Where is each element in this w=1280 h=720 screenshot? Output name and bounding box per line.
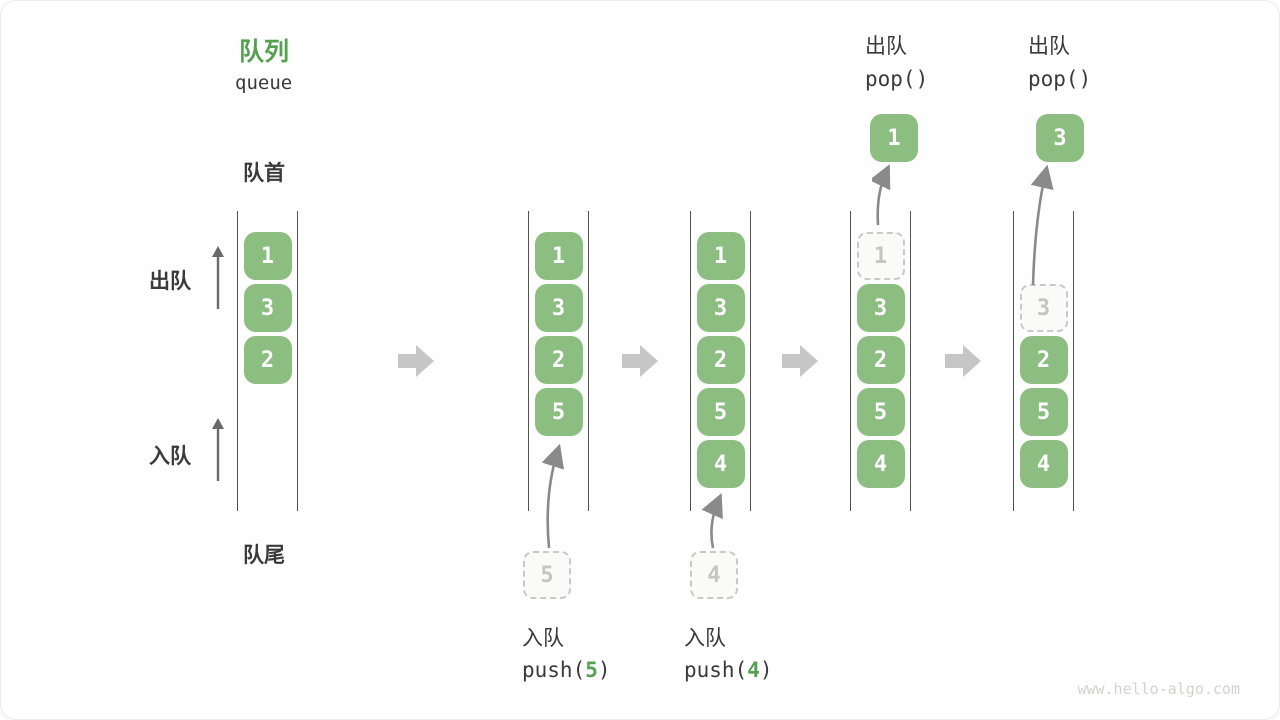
title-zh: 队列 [239,38,290,66]
enqueue-side-label: 入队 [149,445,191,468]
title-en: queue [235,72,293,94]
queue-cell: 5 [534,388,583,436]
push-code-suffix: ) [597,658,611,682]
dequeue-arrow [1030,164,1054,286]
enqueue-arrow [541,443,565,549]
right-arrow-icon [782,345,818,377]
dequeue-side-label: 出队 [149,270,191,293]
queue-state-2: 1 3 2 5 [528,211,589,511]
push-code-prefix: push( [684,658,748,682]
push-code-arg: 4 [747,658,760,682]
pop-code: pop() [865,67,929,91]
queue-state-1: 1 3 2 [237,211,298,511]
enqueue-arrow [701,493,723,549]
enqueue-op-label: 入队 [522,627,564,650]
push-code-prefix: push( [522,658,586,682]
queue-cell: 1 [243,232,292,280]
queue-cell: 5 [856,388,905,436]
queue-state-3: 1 3 2 5 4 [690,211,751,511]
queue-cell: 1 [534,232,583,280]
removed-slot: 1 [856,232,905,280]
rear-label: 队尾 [243,544,285,567]
dequeue-op-label: 出队 [1028,35,1070,58]
queue-cell: 3 [534,284,583,332]
queue-cell: 2 [534,336,583,384]
popped-element: 1 [870,114,918,162]
queue-cell: 5 [1019,388,1068,436]
push-code: push(5) [522,658,611,682]
queue-state-4: 1 3 2 5 4 [850,211,911,511]
incoming-element: 5 [523,551,571,599]
queue-cell: 1 [696,232,745,280]
queue-cell: 3 [243,284,292,332]
queue-cell: 4 [856,440,905,488]
queue-cell: 2 [1019,336,1068,384]
dequeue-op-label: 出队 [865,35,907,58]
queue-cell: 5 [696,388,745,436]
up-arrow-icon [212,418,224,481]
queue-cell: 2 [696,336,745,384]
queue-cell: 2 [856,336,905,384]
removed-slot: 3 [1019,284,1068,332]
push-code: push(4) [684,658,773,682]
push-code-suffix: ) [759,658,773,682]
up-arrow-icon [212,246,224,309]
right-arrow-icon [622,345,658,377]
right-arrow-icon [398,345,434,377]
queue-cell: 3 [856,284,905,332]
queue-cell: 4 [1019,440,1068,488]
front-label: 队首 [243,162,285,185]
pop-code: pop() [1028,67,1092,91]
queue-cell: 3 [696,284,745,332]
queue-cell: 4 [696,440,745,488]
incoming-element: 4 [690,551,738,599]
enqueue-op-label: 入队 [684,627,726,650]
dequeue-arrow [872,164,891,226]
queue-state-5: 3 2 5 4 [1013,211,1074,511]
watermark: www.hello-algo.com [1077,680,1240,698]
queue-cell: 2 [243,336,292,384]
push-code-arg: 5 [585,658,598,682]
popped-element: 3 [1036,114,1084,162]
right-arrow-icon [945,345,981,377]
